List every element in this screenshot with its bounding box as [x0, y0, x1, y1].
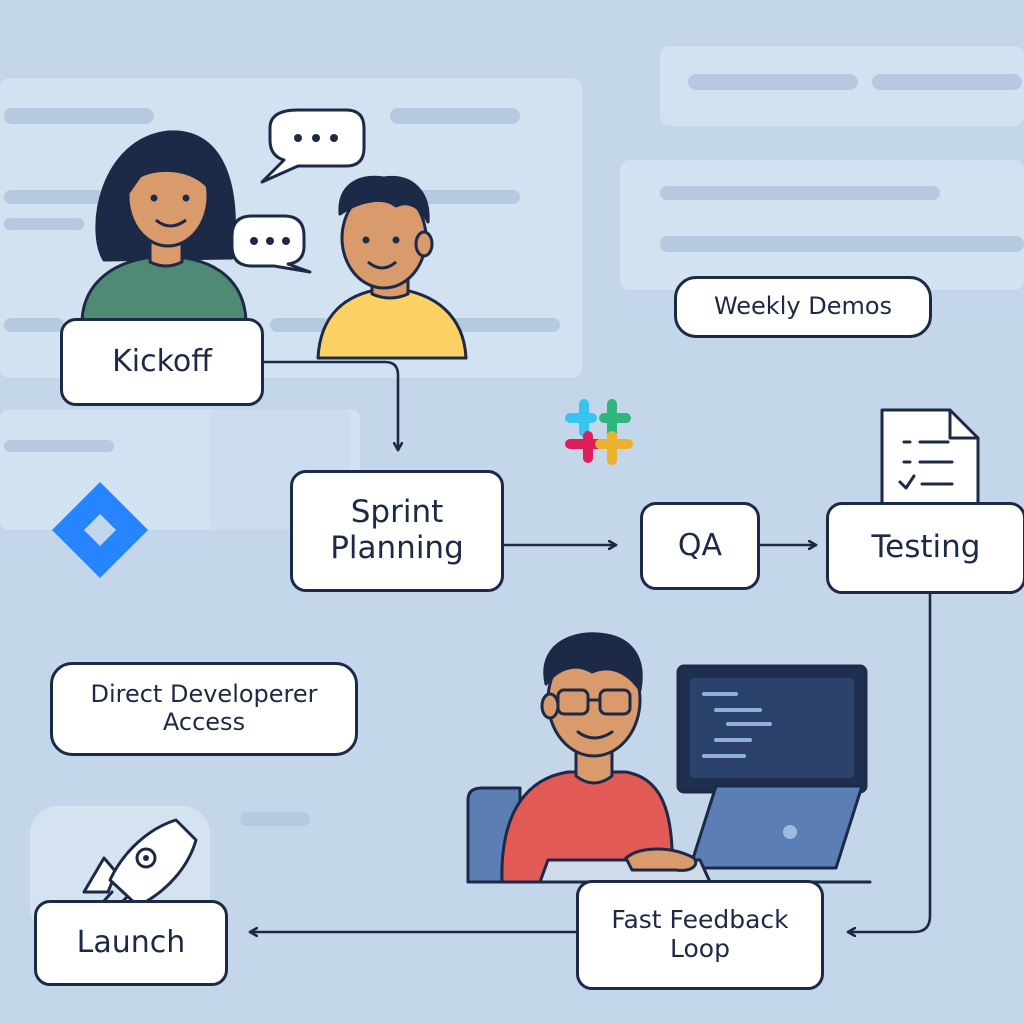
launch-label: Launch [76, 924, 186, 960]
direct-access-label-line2: Access [162, 708, 246, 736]
man-illustration [316, 175, 468, 360]
sprint-planning-label-line1: Sprint [350, 494, 444, 531]
speech-bubble-icon [230, 214, 312, 274]
direct-access-label-line1: Direct Developerer [90, 680, 318, 709]
testing-label: Testing [871, 529, 981, 566]
fast-feedback-label-line2: Loop [670, 934, 730, 963]
sprint-planning-label-line2: Planning [330, 530, 464, 566]
fast-feedback-loop-node: Fast Feedback Loop [576, 880, 824, 990]
kickoff-node: Kickoff [60, 318, 264, 406]
woman-illustration [80, 130, 248, 322]
testing-node: Testing [826, 502, 1024, 594]
sprint-planning-node: Sprint Planning [290, 470, 504, 592]
connectors [248, 360, 932, 932]
checklist-document-icon [880, 408, 980, 514]
speech-bubble-icon [260, 108, 366, 184]
jira-logo-icon [52, 482, 148, 578]
launch-node: Launch [34, 900, 228, 986]
kickoff-label: Kickoff [112, 343, 212, 379]
background-placeholder-bars [4, 74, 1024, 826]
arrow-kickoff-to-sprint [262, 360, 398, 452]
fast-feedback-label-line1: Fast Feedback [611, 905, 789, 935]
qa-node: QA [640, 502, 760, 590]
slack-logo-icon [565, 399, 633, 465]
weekly-demos-node: Weekly Demos [674, 276, 932, 338]
arrow-testing-to-feedback [846, 592, 932, 932]
developer-illustration [466, 632, 872, 884]
direct-developer-access-node: Direct Developerer Access [50, 662, 358, 756]
weekly-demos-label: Weekly Demos [713, 292, 893, 321]
qa-label: QA [677, 527, 723, 563]
